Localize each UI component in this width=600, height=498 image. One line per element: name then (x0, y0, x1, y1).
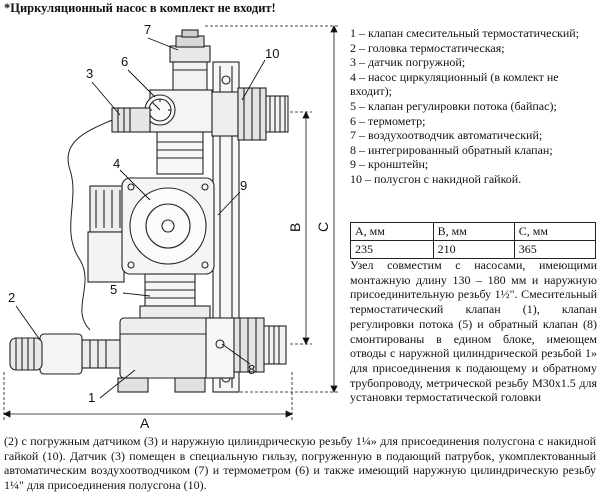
mixing-valve-body (117, 317, 235, 393)
parts-legend: 1 – клапан смесительный термостатический… (350, 26, 598, 187)
legend-item: 9 – кронштейн; (350, 157, 429, 172)
table-row: 235 210 365 (350, 240, 597, 259)
table-cell: 235 (350, 240, 434, 259)
callout-3: 3 (86, 66, 93, 81)
legend-item: 1 – клапан смесительный термостатический… (350, 26, 580, 40)
air-vent (169, 29, 211, 91)
dimension-c-label: C (315, 222, 331, 232)
description-text: Узел совместим с насосами, имеющими монт… (350, 258, 597, 405)
legend-item: 4 – насос циркуляционный (в комлект не в… (350, 69, 559, 99)
bypass-valve (139, 273, 211, 319)
callout-6: 6 (121, 54, 128, 69)
table-header-row: А, мм В, мм С, мм (350, 222, 597, 241)
union-nut-bottom (233, 317, 287, 373)
table-header-cell: А, мм (350, 222, 434, 241)
callout-2: 2 (8, 290, 15, 305)
union-nut-top (211, 87, 289, 141)
thermostatic-head (9, 333, 121, 375)
legend-item: 6 – термометр; (350, 113, 426, 128)
legend-item: 10 – полусгон с накидной гайкой. (350, 171, 522, 186)
callout-9: 9 (240, 178, 247, 193)
legend-item: 8 – интегрированный обратный клапан; (350, 142, 553, 157)
circulation-pump (87, 177, 215, 283)
callout-10: 10 (265, 46, 279, 61)
table-header-cell: В, мм (432, 222, 515, 241)
callout-7: 7 (144, 22, 151, 37)
legend-item: 5 – клапан регулировки потока (байпас); (350, 98, 557, 113)
legend-item: 3 – датчик погружной; (350, 55, 466, 70)
dimensions-table: А, мм В, мм С, мм 235 210 365 (350, 222, 597, 259)
callout-1: 1 (88, 390, 95, 405)
callout-5: 5 (110, 282, 117, 297)
legend-item: 7 – воздухоотводчик автоматический; (350, 128, 543, 143)
dimension-b-label: B (287, 223, 303, 232)
warning-header: *Циркуляционный насос в комплект не вход… (4, 1, 276, 15)
table-header-cell: С, мм (513, 222, 597, 241)
dimension-a-label: A (140, 415, 150, 431)
pump-unit-drawing: 7 6 3 4 5 10 9 8 2 1 A B C (3, 22, 340, 431)
table-cell: 210 (432, 240, 515, 259)
table-cell: 365 (513, 240, 597, 259)
bottom-text: (2) с погружным датчиком (3) и наружную … (4, 434, 596, 493)
callout-8: 8 (248, 362, 255, 377)
legend-item: 2 – головка термостатическая; (350, 40, 505, 55)
callout-4: 4 (113, 156, 120, 171)
